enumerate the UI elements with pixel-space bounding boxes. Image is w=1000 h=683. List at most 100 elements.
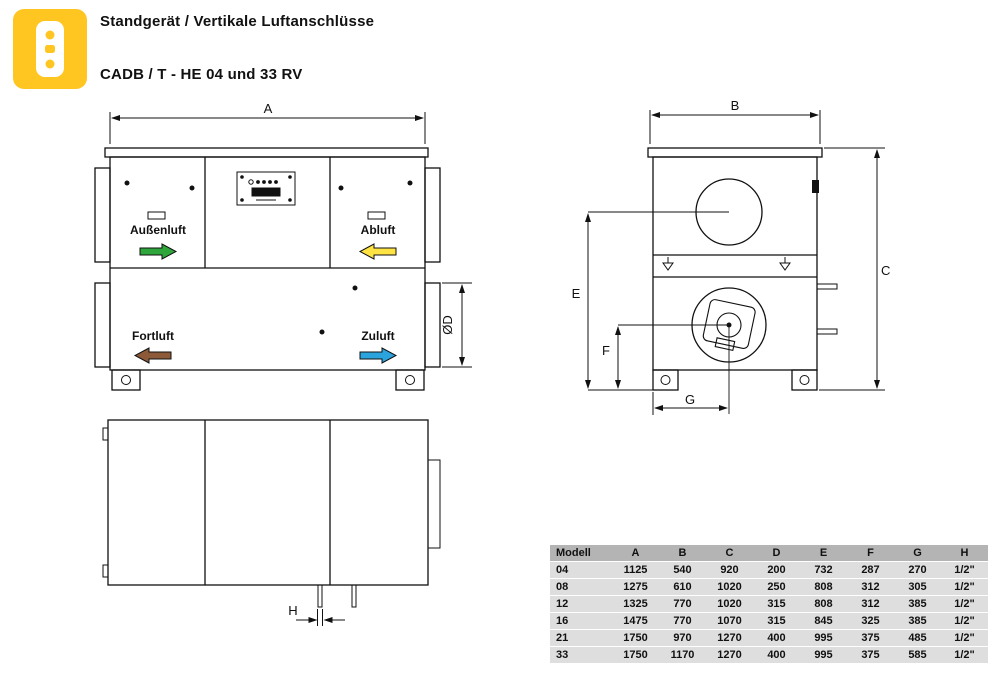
- value-cell: 540: [673, 564, 692, 576]
- value-cell: 808: [814, 581, 833, 593]
- page-title: Standgerät / Vertikale Luftanschlüsse: [100, 13, 375, 30]
- dim-b: [649, 110, 821, 144]
- model-cell: 33: [556, 649, 569, 661]
- value-cell: 1125: [623, 564, 648, 576]
- value-cell: 315: [767, 615, 786, 627]
- value-cell: 325: [861, 615, 880, 627]
- dim-h: [296, 609, 345, 626]
- value-cell: 1750: [623, 649, 648, 661]
- dim-e-label: E: [572, 286, 581, 301]
- table-row: 33 1750 1170 1270 400 995 375 585 1/2": [550, 647, 988, 663]
- value-cell: 315: [767, 598, 786, 610]
- aussenluft-label: Außenluft: [130, 223, 186, 237]
- col-header-g: G: [913, 547, 922, 559]
- dim-g: [652, 392, 728, 415]
- col-header-a: A: [631, 547, 640, 559]
- value-cell: 808: [814, 598, 833, 610]
- value-cell: 400: [767, 649, 786, 661]
- value-cell: 732: [814, 564, 833, 576]
- model-cell: 08: [556, 581, 569, 593]
- value-cell: 287: [861, 564, 880, 576]
- col-header-c: C: [725, 547, 734, 559]
- value-cell: 385: [908, 615, 927, 627]
- value-cell: 610: [673, 581, 692, 593]
- col-header-b: B: [678, 547, 687, 559]
- value-cell: 1275: [623, 581, 648, 593]
- value-cell: 1475: [623, 615, 648, 627]
- dim-c: [819, 147, 885, 391]
- unit-body-top: [102, 419, 441, 608]
- value-cell: 385: [908, 598, 927, 610]
- value-cell: 1020: [717, 581, 742, 593]
- value-cell: 585: [908, 649, 927, 661]
- value-cell: 845: [814, 615, 833, 627]
- value-cell: 200: [767, 564, 786, 576]
- unit-body-side: [647, 147, 838, 391]
- value-cell: 1/2": [954, 564, 975, 576]
- value-cell: 305: [908, 581, 927, 593]
- top-duct-circle: [588, 178, 763, 246]
- product-icon: [13, 9, 87, 89]
- control-panel: [236, 171, 296, 206]
- dim-g-label: G: [685, 392, 695, 407]
- dim-d: [442, 282, 472, 368]
- table-row: 04 1125 540 920 200 732 287 270 1/2": [550, 562, 988, 578]
- dim-b-label: B: [731, 100, 740, 113]
- fortluft-label: Fortluft: [132, 329, 174, 343]
- value-cell: 270: [908, 564, 927, 576]
- value-cell: 1020: [717, 598, 742, 610]
- abluft-arrow: [358, 243, 397, 260]
- dim-h-label: H: [288, 603, 297, 618]
- value-cell: 995: [814, 632, 833, 644]
- value-cell: 1/2": [954, 632, 975, 644]
- col-header-modell: Modell: [556, 547, 591, 559]
- value-cell: 995: [814, 649, 833, 661]
- value-cell: 250: [767, 581, 786, 593]
- model-cell: 21: [556, 632, 569, 644]
- value-cell: 375: [861, 649, 880, 661]
- value-cell: 1170: [670, 649, 695, 661]
- value-cell: 400: [767, 632, 786, 644]
- model-cell: 12: [556, 598, 569, 610]
- value-cell: 1/2": [954, 649, 975, 661]
- handle-right: [367, 211, 386, 220]
- screws: [124, 180, 413, 335]
- value-cell: 485: [908, 632, 927, 644]
- handle-left: [147, 211, 166, 220]
- page-subtitle: CADB / T - HE 04 und 33 RV: [100, 66, 303, 83]
- dim-a: [109, 112, 426, 144]
- dim-f-label: F: [602, 343, 610, 358]
- col-header-f: F: [867, 547, 874, 559]
- value-cell: 1325: [623, 598, 648, 610]
- model-cell: 04: [556, 564, 569, 576]
- dimension-table: Modell A B C D E F G H 04 1125 540 920 200 73…: [550, 545, 988, 664]
- table-header-row: Modell A B C D E F G H: [550, 545, 988, 561]
- dim-c-label: C: [881, 263, 890, 278]
- aussenluft-arrow: [139, 243, 178, 260]
- front-view-drawing: A: [94, 101, 472, 391]
- dim-a-label: A: [264, 101, 273, 116]
- value-cell: 312: [861, 581, 880, 593]
- value-cell: 1/2": [954, 615, 975, 627]
- drain-symbols: [662, 257, 791, 271]
- col-header-h: H: [960, 547, 969, 559]
- table-row: 08 1275 610 1020 250 808 312 305 1/2": [550, 579, 988, 595]
- dimension-table-body: 04 1125 540 920 200 732 287 270 1/2" 08 1275 610 102…: [550, 562, 988, 663]
- col-header-d: D: [772, 547, 781, 559]
- unit-body: [94, 147, 441, 391]
- value-cell: 770: [673, 615, 692, 627]
- value-cell: 920: [720, 564, 739, 576]
- value-cell: 1270: [717, 632, 742, 644]
- side-view-drawing: B: [572, 100, 890, 415]
- value-cell: 1750: [623, 632, 648, 644]
- value-cell: 1/2": [954, 598, 975, 610]
- value-cell: 1/2": [954, 581, 975, 593]
- col-header-e: E: [819, 547, 828, 559]
- dim-e: [585, 213, 660, 391]
- top-view-drawing: H: [102, 419, 441, 626]
- value-cell: 1270: [717, 649, 742, 661]
- value-cell: 375: [861, 632, 880, 644]
- value-cell: 770: [673, 598, 692, 610]
- value-cell: 1070: [717, 615, 742, 627]
